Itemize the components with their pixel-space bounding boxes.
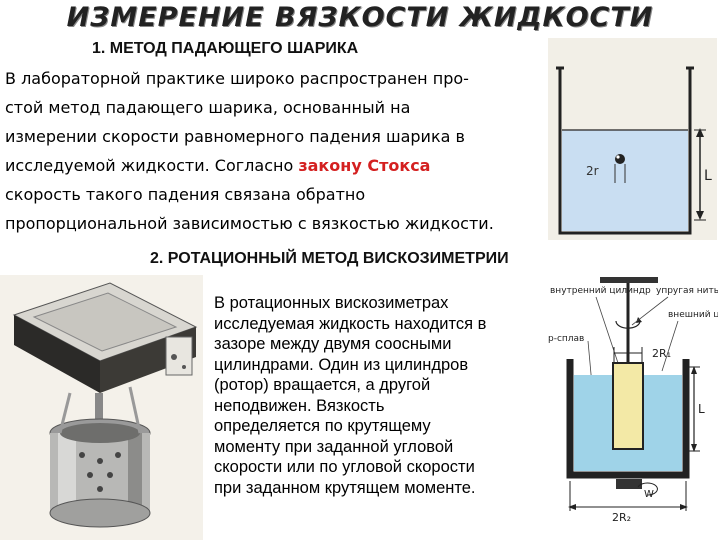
diameter-label: 2r <box>586 164 599 178</box>
section1-line: скорость такого падения связана обратно <box>5 185 366 204</box>
r1-label: 2R₁ <box>652 347 671 360</box>
section2-line: (ротор) вращается, а другой <box>214 376 431 394</box>
falling-ball-diagram: 2r L <box>548 38 717 240</box>
height-label: L <box>704 168 712 184</box>
section2-line: скорости или по угловой скорости <box>214 458 475 476</box>
section1-paragraph: В лабораторной практике широко распростр… <box>5 64 535 238</box>
section2-line: В ротационных вискозиметрах <box>214 294 449 312</box>
section2-line: зазоре между двумя соосными <box>214 335 452 353</box>
section1-line: исследуемой жидкости. Согласно закону Ст… <box>5 151 535 180</box>
section2-line: неподвижен. Вязкость <box>214 396 385 415</box>
section1-line: В лабораторной практике широко распростр… <box>5 69 469 88</box>
ball-icon <box>615 154 625 164</box>
section1-line: измерении скорости равномерного падения … <box>5 127 465 146</box>
section1-line: пропорциональной зависимостью с вязкость… <box>5 214 494 233</box>
rotational-viscometer-diagram: внутренний цилиндр упругая нить внешний … <box>548 275 720 525</box>
inner-cylinder-label: внутренний цилиндр <box>550 286 651 296</box>
rotational-viscometer-photo <box>0 275 203 540</box>
section2-paragraph: В ротационных вискозиметрах исследуемая … <box>214 293 544 498</box>
outer-cylinder-label: внешний цилиндр <box>668 310 718 320</box>
page-title: ИЗМЕРЕНИЕ ВЯЗКОСТИ ЖИДКОСТИ <box>66 2 654 33</box>
section2-heading: 2. РОТАЦИОННЫЙ МЕТОД ВИСКОЗИМЕТРИИ <box>150 250 509 267</box>
section2-line: моменту при заданной угловой <box>214 437 454 456</box>
section1-line-text: исследуемой жидкости. Согласно <box>5 156 299 175</box>
stokes-law-link[interactable]: закону Стокса <box>298 156 431 175</box>
l-label: L <box>698 402 705 416</box>
section2-line: при заданном крутящем моменте. <box>214 478 476 497</box>
melt-label: р-сплав <box>548 334 584 344</box>
section1-heading: 1. МЕТОД ПАДАЮЩЕГО ШАРИКА <box>92 40 359 57</box>
w-label: W <box>644 489 654 500</box>
r2-label: 2R₂ <box>612 511 631 524</box>
section2-line: исследуемая жидкость находится в <box>214 314 487 333</box>
section2-line: определяется по крутящему <box>214 417 431 435</box>
section1-line: стой метод падающего шарика, основанный … <box>5 98 411 117</box>
elastic-thread-label: упругая нить <box>656 286 718 296</box>
section2-line: цилиндрами. Один из цилиндров <box>214 355 469 374</box>
